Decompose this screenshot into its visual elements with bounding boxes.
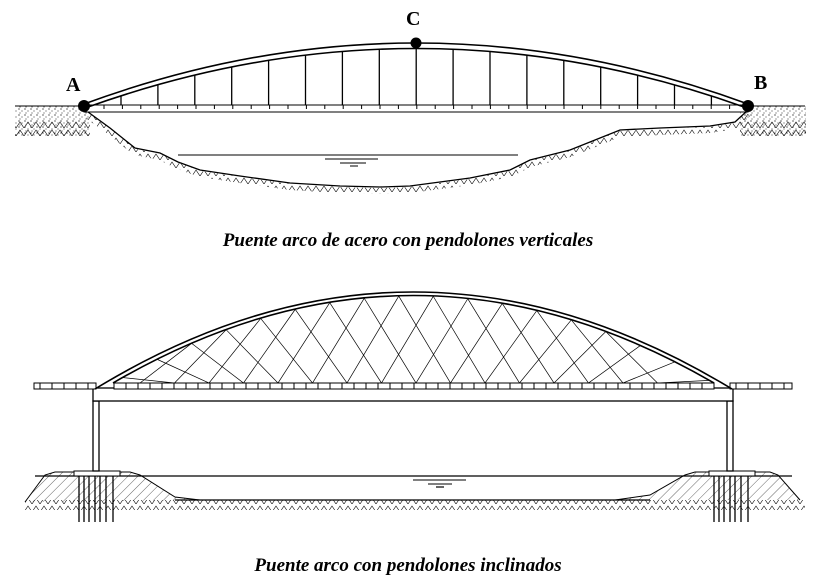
piles-right [713,476,749,522]
crown-point-c [410,37,422,49]
point-label-a: A [66,74,81,96]
arch [94,291,733,390]
river-bed [86,109,751,195]
embankments [24,471,805,510]
figure-vertical-hangers: A C B [0,0,816,215]
ground [15,105,806,136]
approach-deck-left [33,382,97,390]
inclined-hangers [122,295,710,384]
support-point-b [742,100,754,112]
piles-left [78,476,114,522]
inclined-hanger-bridge-drawing [24,291,805,522]
caption-inclined-hangers: Puente arco con pendolones inclinados [254,555,562,576]
water-level [35,475,792,488]
caption-vertical-hangers: Puente arco de acero con pendolones vert… [222,230,594,251]
pile-cap-left [73,470,121,477]
piers [92,400,734,472]
vertical-hangers [120,48,713,105]
point-label-b: B [754,72,768,94]
pile-cap-right [708,470,756,477]
water-level [178,154,518,167]
approach-deck-right [729,382,793,390]
tie-girder [92,387,734,402]
figure-inclined-hangers [0,280,816,530]
deck [83,104,749,113]
support-point-a [78,100,90,112]
vertical-hanger-bridge-drawing [15,37,806,195]
point-label-c: C [406,8,421,30]
